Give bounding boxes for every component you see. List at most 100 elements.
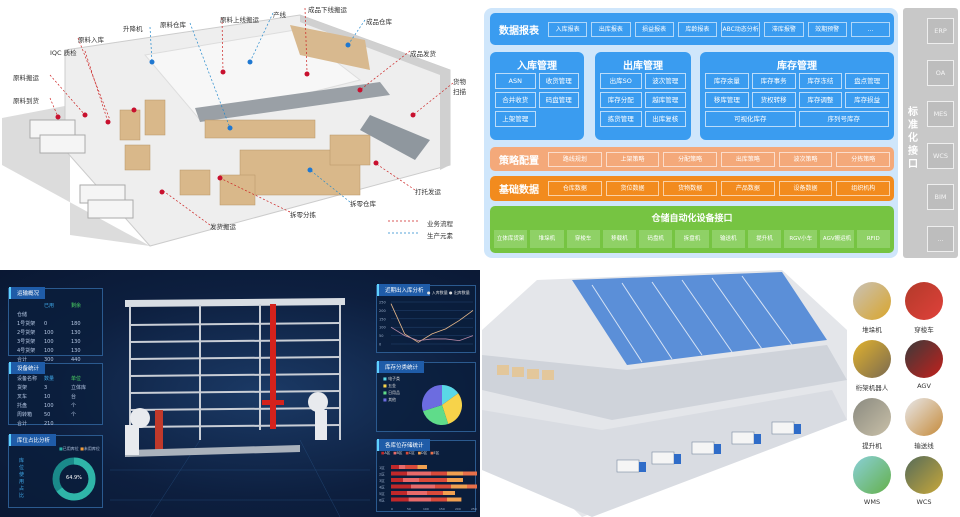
label-pallet-ship: 打托发运 bbox=[415, 188, 441, 196]
report-item: ABC动态分析 bbox=[721, 21, 761, 37]
bar-legend-label: E区 bbox=[433, 451, 440, 455]
table-cell: 合计 bbox=[17, 357, 28, 363]
reports-title: 数据报表 bbox=[499, 25, 539, 37]
inventory-item: 盘点管理 bbox=[845, 73, 889, 89]
bar-segment bbox=[391, 471, 407, 476]
bar-segment bbox=[407, 471, 431, 476]
label-lift: 升降机 bbox=[123, 25, 143, 33]
report-item: 滞库报警 bbox=[764, 21, 804, 37]
strategy-title: 策略配置 bbox=[499, 155, 539, 167]
x-tick-label: 100 bbox=[423, 507, 429, 511]
legend-business-flow: 业务流程 bbox=[427, 220, 453, 228]
reports-row: 数据报表 入库报表 出库报表 损益报表 库龄报表 ABC动态分析 滞库报警 效期… bbox=[490, 13, 894, 45]
equipment-photo bbox=[905, 340, 943, 378]
table-cell: 仓储 bbox=[17, 312, 28, 318]
bar-segment bbox=[391, 497, 409, 502]
table-cell: 130 bbox=[71, 338, 81, 345]
row-label: 5区 bbox=[379, 492, 385, 496]
legend-in: 入库数量 bbox=[431, 290, 448, 295]
strategy-item: 出库策略 bbox=[721, 151, 775, 167]
donut-used-arc bbox=[52, 457, 96, 501]
label-finished-offline: 成品下线搬运 bbox=[308, 6, 347, 14]
table-row: 设备名称数量单位 bbox=[17, 374, 98, 383]
inbound-module: 入库管理 ASN 收货管理 合并收货 码盘管理 上架管理 bbox=[490, 52, 584, 140]
table-cell: 2号货架 bbox=[17, 330, 36, 336]
bar-segment bbox=[391, 478, 403, 482]
rack-shelf bbox=[129, 356, 341, 360]
wms-architecture-diagram: 数据报表 入库报表 出库报表 损益报表 库龄报表 ABC动态分析 滞库报警 效期… bbox=[482, 0, 960, 262]
warehouse-illustration bbox=[2, 7, 454, 247]
bar-segment bbox=[411, 484, 435, 489]
legend-used: 已用库位 bbox=[62, 446, 79, 451]
label-raw-to-line: 原料上线搬运 bbox=[220, 16, 259, 24]
label-raw-warehouse: 原料仓库 bbox=[160, 21, 186, 29]
side-label: 库位使用占比 bbox=[19, 458, 25, 499]
table-cell: 周转箱 bbox=[17, 412, 33, 418]
base-data-title: 基础数据 bbox=[499, 185, 539, 196]
table-row: 仓储 bbox=[17, 310, 98, 319]
interface-mes: MES bbox=[927, 101, 954, 127]
rack-shelf bbox=[129, 373, 341, 377]
base-data-item: 产品数据 bbox=[721, 181, 775, 196]
pie-chart bbox=[422, 385, 462, 425]
table-cell: 1号货架 bbox=[17, 321, 36, 327]
label-ship-handling: 发货搬运 bbox=[210, 223, 236, 231]
table-cell: 叉车 bbox=[17, 394, 28, 400]
base-data-item: 设备数据 bbox=[778, 181, 833, 196]
bar-segment bbox=[431, 497, 447, 502]
table-cell: 300 bbox=[44, 356, 54, 363]
bar-segment bbox=[435, 484, 451, 489]
report-item: 库龄报表 bbox=[677, 21, 717, 37]
pie-legend-label: 电子类 bbox=[388, 376, 401, 381]
inventory-item: 库存损益 bbox=[845, 92, 889, 108]
base-data-row: 基础数据 仓库数据 货位数据 货物数据 产品数据 设备数据 组织机构 bbox=[490, 176, 894, 201]
outbound-module: 出库管理 出库SO 波次管理 库存分配 越库管理 拣货管理 出库复核 bbox=[595, 52, 691, 140]
report-item: 效期预警 bbox=[807, 21, 847, 37]
table-cell: 100 bbox=[44, 338, 54, 345]
base-data-item: 货位数据 bbox=[605, 181, 660, 196]
report-item: 入库报表 bbox=[548, 21, 588, 37]
inventory-item: 货权转移 bbox=[751, 92, 796, 108]
inbound-item: 合并收货 bbox=[495, 92, 536, 108]
x-tick-label: 50 bbox=[407, 507, 411, 511]
bar-segment bbox=[399, 465, 406, 469]
table-cell: 100 bbox=[44, 402, 54, 409]
outbound-title: 出库管理 bbox=[623, 61, 663, 72]
automation-title: 仓储自动化设备接口 bbox=[651, 214, 733, 224]
table-cell: 数量 bbox=[44, 376, 55, 382]
inventory-item: 移库管理 bbox=[705, 92, 749, 108]
report-item: 出库报表 bbox=[591, 21, 631, 37]
outbound-item: 出库SO bbox=[600, 73, 642, 89]
warehouse-flow-map: 升降机 原料仓库 原料上线搬运 产线 成品下线搬运 成品仓库 原料入库 IQC … bbox=[0, 0, 480, 262]
base-data-item: 货物数据 bbox=[663, 181, 718, 196]
strategy-item: 上架策略 bbox=[605, 151, 660, 167]
table-cell: 剩余 bbox=[71, 303, 82, 309]
inventory-module: 库存管理 库存余量 库存事务 库存冻结 盘点管理 移库管理 货权转移 库存调整 … bbox=[700, 52, 894, 140]
pie-slice bbox=[422, 385, 442, 412]
panel-title: 近期出入库分析 bbox=[377, 284, 430, 296]
label-goods-scan: 货物扫描 bbox=[453, 78, 466, 96]
base-data-item: 仓库数据 bbox=[548, 181, 602, 196]
bar-segment bbox=[463, 471, 477, 476]
y-tick-label: 50 bbox=[379, 334, 383, 338]
interface-erp: ERP bbox=[927, 18, 954, 44]
automation-item: 移载机 bbox=[602, 230, 637, 248]
inbound-item: 码盘管理 bbox=[538, 92, 579, 108]
y-tick-label: 200 bbox=[379, 309, 386, 313]
rack-shelf bbox=[129, 424, 341, 428]
inventory-item: 库存事务 bbox=[751, 73, 796, 89]
row-label: 2区 bbox=[379, 473, 385, 477]
table-cell: 托盘 bbox=[17, 403, 28, 409]
bar-segment bbox=[419, 478, 447, 482]
outbound-item: 库存分配 bbox=[600, 92, 642, 108]
